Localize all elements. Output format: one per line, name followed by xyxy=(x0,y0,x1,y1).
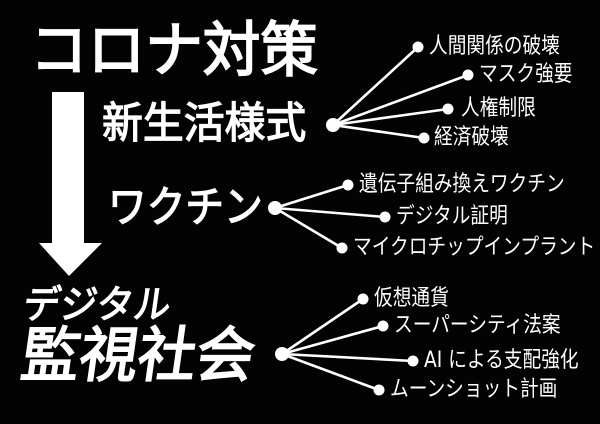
hub-dot xyxy=(275,347,289,361)
outcome-label-line1: デジタル xyxy=(20,283,174,328)
branch1-dots xyxy=(326,41,474,144)
hub-dot xyxy=(268,201,282,215)
bullet-dot xyxy=(336,242,348,254)
bullet-dot xyxy=(412,41,424,53)
bullet-dot xyxy=(342,179,354,191)
down-arrow xyxy=(39,92,102,276)
outcome-dots xyxy=(275,293,419,396)
leaf-economic-destruction: 経済破壊 xyxy=(434,125,509,150)
bullet-dot xyxy=(379,211,391,223)
bullet-dot xyxy=(373,384,385,396)
connector-line xyxy=(273,206,344,250)
leaf-gm-vaccine: 遺伝子組み換えワクチン xyxy=(359,172,565,197)
leaf-super-city-bill: スーパーシティ法案 xyxy=(394,313,561,338)
bullet-dot xyxy=(377,320,389,332)
outcome-connectors xyxy=(280,297,415,392)
leaf-mask-coercion: マスク強要 xyxy=(479,62,573,87)
root-node-title: コロナ対策 xyxy=(30,16,318,86)
branch2-dots xyxy=(268,179,391,254)
connector-line xyxy=(280,324,385,356)
bullet-dot xyxy=(407,355,419,367)
branch2-connectors xyxy=(273,183,387,250)
branch1-connectors xyxy=(331,45,470,140)
bullet-dot xyxy=(357,293,369,305)
leaf-microchip-implant: マイクロチップインプラント xyxy=(353,235,596,260)
leaf-human-relationship-destruction: 人間関係の破壊 xyxy=(429,34,560,59)
leaf-digital-certification: デジタル証明 xyxy=(396,204,508,229)
connector-line xyxy=(280,352,381,392)
connector-line xyxy=(273,206,387,219)
connector-line xyxy=(280,297,365,356)
connector-line xyxy=(273,183,350,210)
leaf-ai-control-strengthening: AI による支配強化 xyxy=(424,348,579,373)
branch-new-lifestyle-label: 新生活様式 xyxy=(102,99,307,149)
connector-line xyxy=(280,352,415,363)
branch-vaccine-label: ワクチン xyxy=(108,183,263,233)
bullet-dot xyxy=(462,69,474,81)
connector-line xyxy=(331,73,470,127)
outcome-label-line2: 監視社会 xyxy=(16,321,260,391)
hub-dot xyxy=(326,118,340,132)
connector-line xyxy=(331,123,426,140)
leaf-moonshot-plan: ムーンショット計画 xyxy=(390,377,558,402)
connector-line xyxy=(331,45,420,127)
connector-line xyxy=(331,107,450,127)
leaf-virtual-currency: 仮想通貨 xyxy=(374,286,449,311)
leaf-human-rights-restriction: 人権制限 xyxy=(461,96,536,121)
bullet-dot xyxy=(418,132,430,144)
bullet-dot xyxy=(442,103,454,115)
